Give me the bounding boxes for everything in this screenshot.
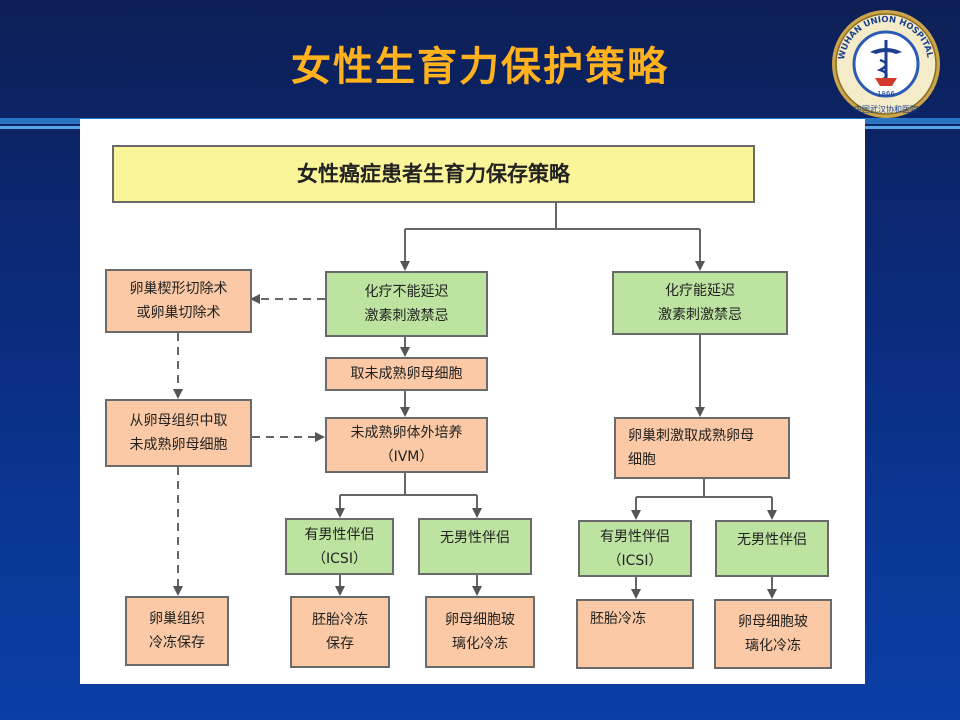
diagram-connectors xyxy=(173,203,777,599)
embryo-freeze-right-box: 胚胎冷冻 xyxy=(576,599,694,669)
slide-title: 女性生育力保护策略 xyxy=(291,43,669,90)
partner-right-box: 有男性伴侣 （ICSI） xyxy=(578,520,692,577)
oocyte-vitri-right-line1: 卵母细胞玻 xyxy=(738,614,808,630)
partner-right-line1: 有男性伴侣 xyxy=(600,528,670,545)
oocyte-vitri-left-line1: 卵母细胞玻 xyxy=(445,612,515,628)
from-tissue-line1: 从卵母组织中取 xyxy=(129,413,228,429)
retrieve-immature-box: 取未成熟卵母细胞 xyxy=(325,357,488,391)
chemo-no-delay-line2: 激素刺激禁忌 xyxy=(364,308,449,324)
oocyte-vitri-right-line2: 璃化冷冻 xyxy=(745,638,801,654)
title-box-label: 女性癌症患者生育力保存策略 xyxy=(297,162,570,186)
retrieve-immature-label: 取未成熟卵母细胞 xyxy=(350,366,463,382)
caduceus-icon xyxy=(870,40,902,86)
no-partner-right-label: 无男性伴侣 xyxy=(737,532,807,548)
ivm-box: 未成熟卵体外培养 （IVM） xyxy=(325,417,488,473)
tissue-freeze-box: 卵巢组织冷冻保存 xyxy=(125,596,229,666)
tissue-freeze-line1: 卵巢组织 xyxy=(149,611,205,627)
ivm-line1: 未成熟卵体外培养 xyxy=(350,425,463,441)
no-partner-left-label: 无男性伴侣 xyxy=(440,530,510,546)
chemo-can-delay-box: 化疗能延迟激素刺激禁忌 xyxy=(612,271,788,335)
tissue-freeze-line2: 冷冻保存 xyxy=(149,635,205,651)
ovarian-stim-line2: 细胞 xyxy=(628,452,656,468)
partner-left-box: 有男性伴侣 （ICSI） xyxy=(285,518,394,575)
embryo-freeze-left-line2: 保存 xyxy=(326,636,354,652)
partner-left-line1: 有男性伴侣 xyxy=(304,526,375,543)
title-box: 女性癌症患者生育力保存策略 xyxy=(112,145,755,203)
no-partner-right-box: 无男性伴侣 xyxy=(715,520,829,577)
chemo-can-delay-line1: 化疗能延迟 xyxy=(665,283,735,299)
no-partner-left-box: 无男性伴侣 xyxy=(418,518,532,575)
from-tissue-line2: 未成熟卵母细胞 xyxy=(129,437,228,453)
partner-left-line2: （ICSI） xyxy=(312,550,367,567)
oocyte-vitri-left-line2: 璃化冷冻 xyxy=(452,636,508,652)
ovarian-stim-box: 卵巢刺激取成熟卵母细胞 xyxy=(614,417,790,479)
ivm-line2: （IVM） xyxy=(379,449,434,465)
hospital-logo: WUHAN UNION HOSPITAL OF CHINA 中国武汉协和医院 1… xyxy=(830,8,940,118)
oocyte-vitri-right-box: 卵母细胞玻璃化冷冻 xyxy=(714,599,832,669)
chemo-no-delay-line1: 化疗不能延迟 xyxy=(364,284,449,300)
chemo-can-delay-line2: 激素刺激禁忌 xyxy=(658,307,742,323)
chemo-no-delay-box: 化疗不能延迟激素刺激禁忌 xyxy=(325,271,488,337)
ovarian-stim-line1: 卵巢刺激取成熟卵母 xyxy=(628,428,754,444)
oophorectomy-line2: 或卵巢切除术 xyxy=(136,305,221,321)
partner-right-line2: （ICSI） xyxy=(607,552,663,569)
from-tissue-box: 从卵母组织中取未成熟卵母细胞 xyxy=(105,399,252,467)
embryo-freeze-right-label: 胚胎冷冻 xyxy=(590,611,646,627)
logo-bottom-text: 中国武汉协和医院 xyxy=(854,104,918,114)
embryo-freeze-left-line1: 胚胎冷冻 xyxy=(312,612,368,628)
diagram-panel: 女性癌症患者生育力保存策略 化疗不能延迟激素刺激禁忌 化疗能延迟激素刺激禁忌 卵… xyxy=(80,119,865,684)
logo-year: 1866 xyxy=(877,90,895,98)
oophorectomy-box: 卵巢楔形切除术或卵巢切除术 xyxy=(105,269,252,333)
oophorectomy-line1: 卵巢楔形切除术 xyxy=(129,281,228,297)
oocyte-vitri-left-box: 卵母细胞玻璃化冷冻 xyxy=(425,596,535,668)
embryo-freeze-left-box: 胚胎冷冻保存 xyxy=(290,596,390,668)
